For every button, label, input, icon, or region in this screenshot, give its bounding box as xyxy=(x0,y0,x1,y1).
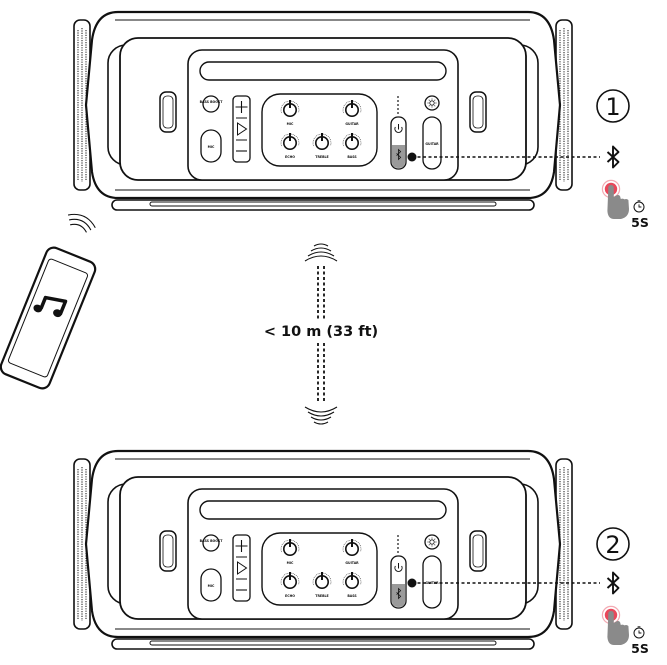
speaker-bottom-labels: BASS BOOST MIC GUITAR MIC GUITAR ECHO TR… xyxy=(200,539,440,598)
knob-bass-label: BASS xyxy=(347,594,357,598)
speaker-top-labels: BASS BOOST MIC GUITAR MIC GUITAR ECHO TR… xyxy=(200,100,440,159)
timer-icon xyxy=(633,200,645,213)
signal-waves-bottom xyxy=(304,406,338,425)
knob-echo-label: ECHO xyxy=(285,155,295,159)
mic-button-label: MIC xyxy=(208,584,215,588)
knob-treble-label: TREBLE xyxy=(315,155,328,159)
bass-boost-label: BASS BOOST xyxy=(200,539,224,543)
knob-treble-label: TREBLE xyxy=(315,594,328,598)
speaker-top-body xyxy=(72,10,574,212)
music-note-icon xyxy=(33,295,68,318)
knob-guitar-label: GUITAR xyxy=(345,561,359,565)
knob-bass-label: BASS xyxy=(347,155,357,159)
distance-label-bg xyxy=(256,319,384,341)
step-1-badge xyxy=(596,89,630,123)
speaker-top: BASS BOOST MIC GUITAR MIC GUITAR ECHO TR… xyxy=(72,10,600,212)
step-2-callout: 2 5S xyxy=(596,527,649,656)
knob-echo-label: ECHO xyxy=(285,594,295,598)
guitar-button-label: GUITAR xyxy=(425,142,439,146)
speaker-bottom-body xyxy=(72,449,574,651)
distance-label: < 10 m (33 ft) xyxy=(264,324,378,340)
knob-mic-label: MIC xyxy=(287,561,294,565)
smartphone xyxy=(0,246,97,390)
finger-press-icon xyxy=(601,179,630,220)
step-2-duration: 5S xyxy=(631,641,649,656)
speaker-bottom: BASS BOOST MIC GUITAR MIC GUITAR ECHO TR… xyxy=(72,449,600,651)
step-2-number: 2 xyxy=(605,531,620,559)
guitar-button-label: GUITAR xyxy=(425,581,439,585)
step-2-badge xyxy=(596,527,630,561)
bluetooth-icon xyxy=(606,145,620,169)
knob-mic-label: MIC xyxy=(287,122,294,126)
knob-guitar-label: GUITAR xyxy=(345,122,359,126)
bass-boost-label: BASS BOOST xyxy=(200,100,224,104)
bluetooth-icon xyxy=(606,571,620,595)
step-1-number: 1 xyxy=(605,93,620,121)
step-1-duration: 5S xyxy=(631,215,649,230)
timer-icon xyxy=(633,626,645,639)
distance-link: < 10 m (33 ft) xyxy=(256,243,384,425)
phone-signal-waves xyxy=(67,213,96,233)
finger-press-icon xyxy=(601,605,630,646)
step-1-callout: 1 5S xyxy=(596,89,649,230)
mic-button-label: MIC xyxy=(208,145,215,149)
signal-waves-top xyxy=(304,243,338,262)
